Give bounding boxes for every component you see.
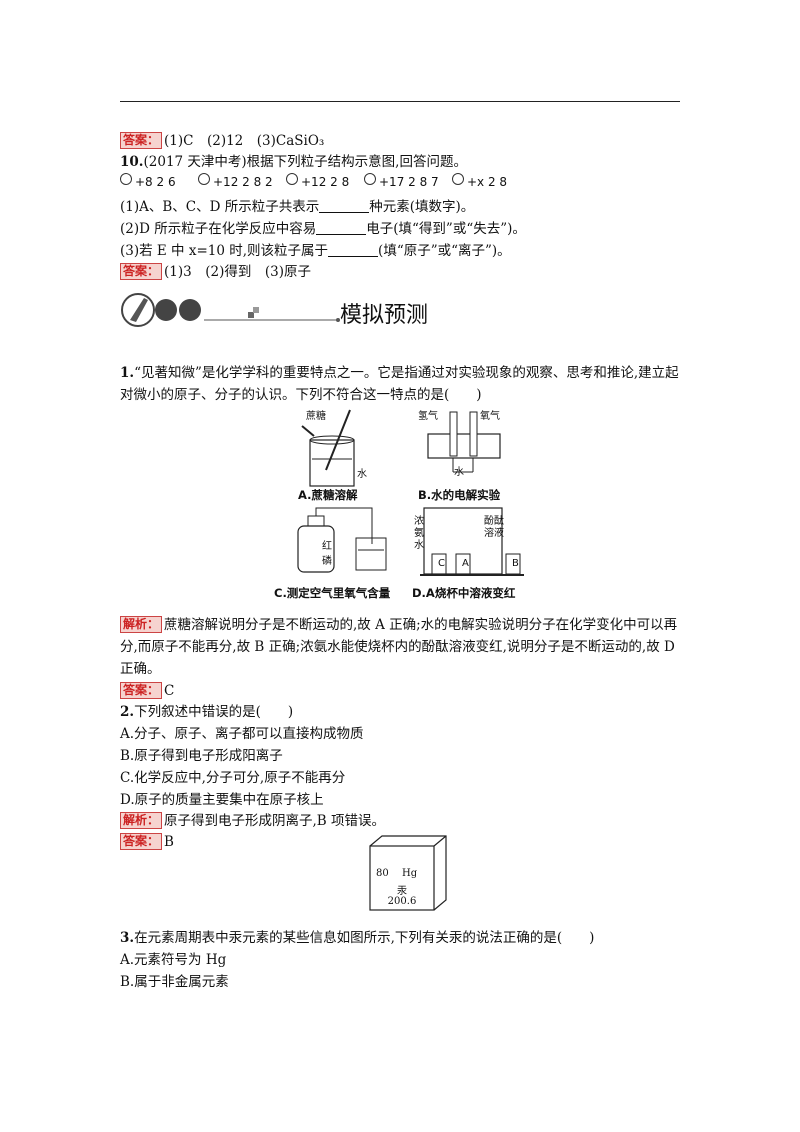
atom-d-label: +17 2 8 7 [379, 175, 439, 189]
atom-a: +8 2 6 [120, 173, 176, 189]
line-end-dot [336, 318, 340, 322]
blank-line [328, 243, 379, 257]
nucleus-circle-icon [364, 173, 376, 185]
fig-c-label-phosphorus: 红磷 [322, 541, 332, 567]
element-tile-mercury: 80 Hg 汞 200.6 [370, 846, 434, 910]
dot-icon [179, 299, 201, 321]
q1-analysis-text: 蔗糖溶解说明分子是不断运动的,故 A 正确;水的电解实验说明分子在化学变化中可以… [120, 617, 678, 677]
blank-line [316, 221, 367, 235]
atom-c: +12 2 8 [286, 173, 349, 189]
prev-answer-text: (1)C (2)12 (3)CaSiO₃ [164, 133, 325, 149]
fig-d-beaker-c: C [438, 558, 445, 569]
answer-tag: 答案： [120, 833, 163, 850]
atom-c-label: +12 2 8 [301, 175, 350, 189]
q2-stem: 2.下列叙述中错误的是( ) [120, 702, 293, 722]
fig-a-label-sugar: 蔗糖 [306, 411, 326, 422]
header-rule [120, 101, 680, 102]
dot-icon [155, 299, 177, 321]
atom-d: +17 2 8 7 [364, 173, 439, 189]
q10-p1a: (1)A、B、C、D 所示粒子共表示 [120, 199, 320, 215]
q3-option-b: B.属于非金属元素 [120, 974, 229, 990]
atom-e-label: +x 2 8 [467, 175, 508, 189]
small-square-icon [248, 312, 254, 318]
section-title: 模拟预测 [340, 303, 429, 328]
atom-a-label: +8 2 6 [135, 175, 176, 189]
fig-a-label-water: 水 [357, 469, 367, 480]
q1-analysis: 解析：蔗糖溶解说明分子是不断运动的,故 A 正确;水的电解实验说明分子在化学变化… [120, 614, 682, 680]
fig-d-label-phenolphthalein: 酚酞溶液 [484, 516, 504, 539]
element-symbol: Hg [402, 868, 418, 879]
analysis-tag: 解析： [120, 812, 163, 829]
figure-b-electrolysis [427, 411, 501, 473]
q10-part1: (1)A、B、C、D 所示粒子共表示 种元素(填数字)。 [120, 197, 474, 217]
q10-part3: (3)若 E 中 x=10 时,则该粒子属于 (填“原子”或“离子”)。 [120, 241, 511, 261]
q10-p3a: (3)若 E 中 x=10 时,则该粒子属于 [120, 243, 329, 259]
fig-b-label-o2: 氧气 [480, 411, 500, 422]
fig-a-caption: A.蔗糖溶解 [298, 488, 358, 502]
fig-d-label-ammonia: 浓氨水 [414, 516, 424, 551]
figure-d-jar [420, 507, 524, 576]
q2-analysis-text: 原子得到电子形成阴离子,B 项错误。 [164, 813, 386, 829]
q2-option-b: B.原子得到电子形成阳离子 [120, 748, 283, 764]
atom-e: +x 2 8 [452, 173, 507, 189]
q1-answer-line: 答案：C [120, 681, 174, 701]
element-mass: 200.6 [387, 896, 417, 907]
element-name: 汞 [397, 886, 407, 897]
answer-tag: 答案： [120, 132, 163, 149]
q1-stem: 1.“见著知微”是化学学科的重要特点之一。它是指通过对实验现象的观察、思考和推论… [120, 362, 682, 406]
atom-b-label: +12 2 8 2 [213, 175, 273, 189]
nucleus-circle-icon [452, 173, 464, 185]
fig-b-label-h2: 氢气 [418, 411, 438, 422]
q2-answer-line: 答案：B [120, 832, 174, 852]
answer-tag: 答案： [120, 263, 163, 280]
q10-p2b: 电子(填“得到”或“失去”)。 [366, 221, 526, 237]
q10-p1b: 种元素(填数字)。 [369, 199, 475, 215]
q10-part2: (2)D 所示粒子在化学反应中容易 电子(填“得到”或“失去”)。 [120, 219, 526, 239]
q10-stem-text: (2017 天津中考)根据下列粒子结构示意图,回答问题。 [143, 154, 467, 170]
fig-b-label-water: 水 [454, 467, 464, 478]
fig-d-beaker-b: B [512, 558, 519, 569]
q3-stem-text: 在元素周期表中汞元素的某些信息如图所示,下列有关汞的说法正确的是( ) [134, 930, 595, 946]
q3-number: 3. [120, 930, 135, 946]
q3-option-a: A.元素符号为 Hg [120, 952, 227, 968]
fig-b-caption: B.水的电解实验 [418, 488, 501, 502]
q2-stem-text: 下列叙述中错误的是( ) [134, 704, 294, 720]
q2-answer: B [164, 834, 174, 850]
small-square-icon [253, 307, 259, 313]
figure-c-apparatus [297, 507, 387, 573]
q10-stem: 10.(2017 天津中考)根据下列粒子结构示意图,回答问题。 [120, 152, 467, 172]
fig-d-caption: D.A烧杯中溶液变红 [412, 586, 516, 600]
q1-stem-text: “见著知微”是化学学科的重要特点之一。它是指通过对实验现象的观察、思考和推论,建… [120, 365, 679, 403]
q2-analysis: 解析：原子得到电子形成阴离子,B 项错误。 [120, 811, 385, 831]
analysis-tag: 解析： [120, 616, 163, 633]
q10-p2a: (2)D 所示粒子在化学反应中容易 [120, 221, 317, 237]
q10-answer-line: 答案：(1)3 (2)得到 (3)原子 [120, 262, 311, 282]
q1-answer: C [164, 683, 175, 699]
q10-answer: (1)3 (2)得到 (3)原子 [164, 264, 311, 280]
nucleus-circle-icon [120, 173, 132, 185]
q2-number: 2. [120, 704, 135, 720]
section-header-decoration [121, 293, 340, 327]
nucleus-circle-icon [198, 173, 210, 185]
prev-answer-line: 答案：(1)C (2)12 (3)CaSiO₃ [120, 131, 324, 151]
fig-d-beaker-a: A [462, 558, 469, 569]
fig-c-caption: C.测定空气里氧气含量 [274, 586, 391, 600]
q2-option-c: C.化学反应中,分子可分,原子不能再分 [120, 770, 346, 786]
element-cube-frame [369, 835, 447, 911]
q10-number: 10. [120, 154, 144, 170]
q3-stem: 3.在元素周期表中汞元素的某些信息如图所示,下列有关汞的说法正确的是( ) [120, 928, 594, 948]
answer-tag: 答案： [120, 682, 163, 699]
brush-icon [130, 298, 148, 322]
q2-option-a: A.分子、原子、离子都可以直接构成物质 [120, 726, 364, 742]
nucleus-circle-icon [286, 173, 298, 185]
q1-number: 1. [120, 365, 135, 381]
figure-a-beaker [301, 409, 355, 487]
q10-p3b: (填“原子”或“离子”)。 [378, 243, 511, 259]
q1-figure [297, 409, 524, 576]
element-number: 80 [376, 868, 389, 879]
blank-line [319, 199, 370, 213]
atom-b: +12 2 8 2 [198, 173, 273, 189]
q2-option-d: D.原子的质量主要集中在原子核上 [120, 792, 324, 808]
